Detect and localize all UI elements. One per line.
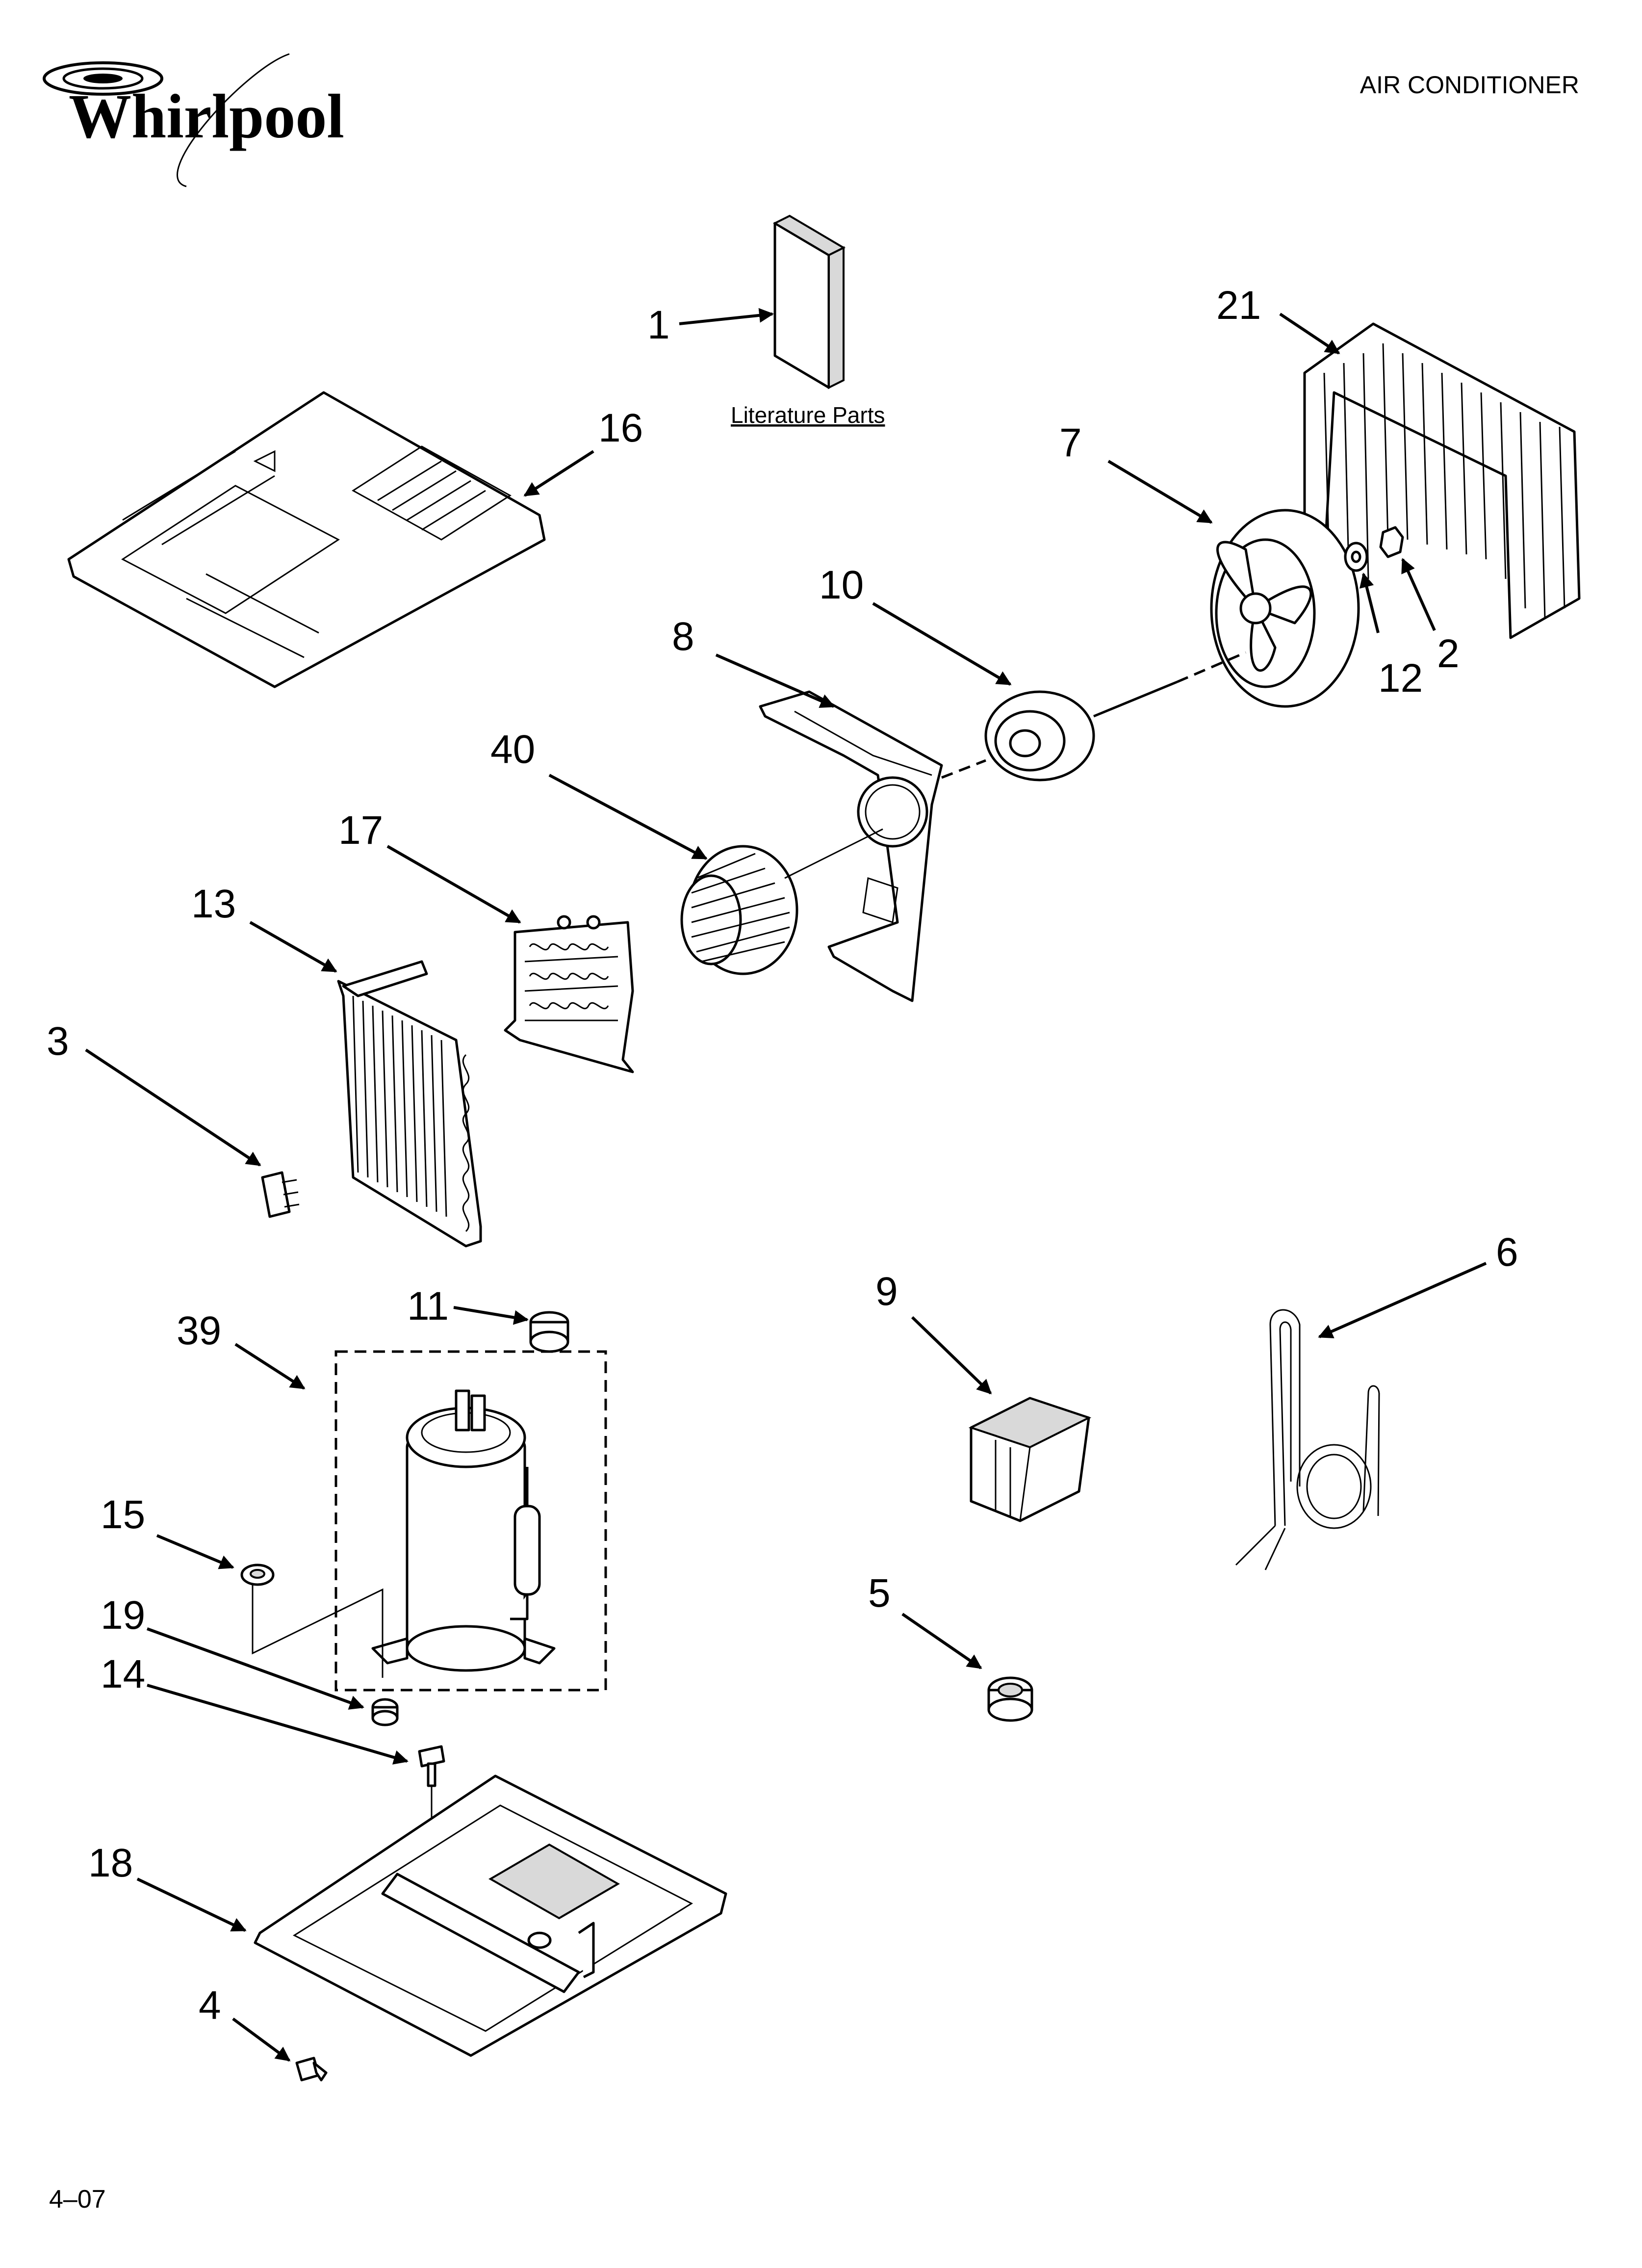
compressor-group-box	[334, 1350, 607, 1692]
nut	[1379, 526, 1404, 558]
callout-4: 4	[199, 1983, 221, 2028]
compressor	[371, 1389, 556, 1672]
grommet-part-15	[240, 1564, 275, 1586]
literature-parts-label: Literature Parts	[731, 402, 885, 428]
literature-parts-booklet	[772, 214, 846, 390]
evaporator-coil	[337, 960, 482, 1248]
page-footer-code: 4–07	[49, 2185, 106, 2214]
callout-8: 8	[672, 614, 694, 659]
callout-19: 19	[101, 1593, 145, 1638]
callout-7: 7	[1059, 420, 1082, 465]
callout-6: 6	[1496, 1230, 1518, 1275]
overload-protector	[529, 1311, 569, 1353]
callout-40: 40	[490, 727, 535, 772]
insulation-block	[968, 1397, 1092, 1522]
blower-orifice-bracket	[759, 690, 943, 1002]
callout-18: 18	[88, 1841, 133, 1885]
clip-part-4	[295, 2057, 328, 2082]
brand-wordmark: Whirlpool	[69, 81, 344, 151]
sensor-bulb	[1235, 1309, 1380, 1570]
callout-17: 17	[338, 808, 383, 853]
page-title: AIR CONDITIONER	[1360, 71, 1579, 99]
blower-wheel	[680, 828, 883, 975]
compressor-nut	[371, 1698, 399, 1726]
callout-14: 14	[101, 1652, 145, 1696]
callout-3: 3	[47, 1019, 69, 1064]
fan-motor	[941, 651, 1246, 782]
condenser-fan-blade	[1210, 509, 1360, 708]
callout-9: 9	[875, 1269, 898, 1314]
clip-part-3	[261, 1171, 300, 1218]
callout-39: 39	[177, 1308, 221, 1353]
callout-21: 21	[1216, 283, 1261, 328]
bushing	[987, 1676, 1033, 1722]
whirlpool-logo: Whirlpool	[43, 53, 344, 187]
callout-2: 2	[1437, 631, 1460, 676]
callout-15: 15	[101, 1492, 145, 1537]
callout-11: 11	[407, 1284, 449, 1329]
callout-1: 1	[647, 303, 670, 347]
top-cover-panel	[67, 391, 546, 688]
callout-5: 5	[868, 1571, 891, 1616]
heater-assembly	[504, 915, 634, 1073]
callout-12: 12	[1378, 656, 1423, 701]
callout-10: 10	[819, 563, 864, 607]
callout-13: 13	[191, 882, 236, 926]
base-pan	[254, 1774, 727, 2057]
callout-16: 16	[598, 406, 643, 450]
compressor-bolt	[418, 1745, 445, 1787]
